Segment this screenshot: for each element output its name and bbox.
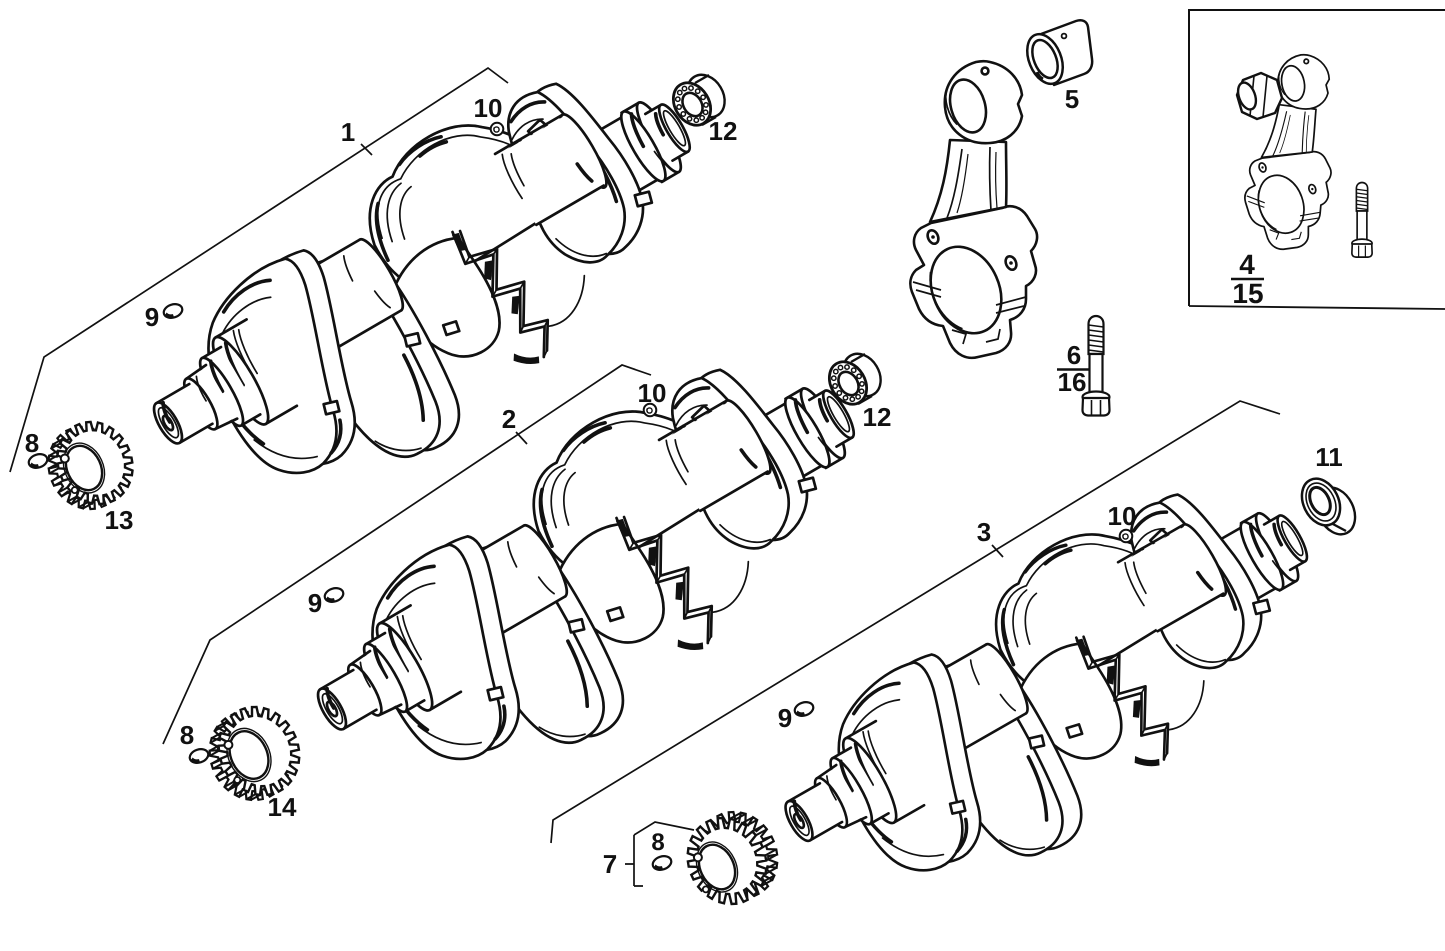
svg-text:10: 10 — [1108, 501, 1137, 531]
svg-text:15: 15 — [1232, 278, 1263, 309]
svg-text:9: 9 — [145, 302, 159, 332]
svg-text:13: 13 — [105, 505, 134, 535]
svg-text:6: 6 — [1067, 340, 1081, 370]
svg-text:9: 9 — [308, 588, 322, 618]
svg-text:12: 12 — [863, 402, 892, 432]
svg-text:11: 11 — [1315, 442, 1343, 472]
svg-text:1: 1 — [341, 117, 355, 147]
svg-text:14: 14 — [268, 792, 297, 822]
svg-text:9: 9 — [778, 703, 792, 733]
svg-text:3: 3 — [977, 517, 991, 547]
svg-text:10: 10 — [638, 378, 667, 408]
svg-text:7: 7 — [603, 849, 617, 879]
svg-text:8: 8 — [651, 829, 664, 856]
svg-text:2: 2 — [502, 404, 516, 434]
svg-text:8: 8 — [25, 428, 39, 458]
svg-text:12: 12 — [709, 116, 738, 146]
svg-text:4: 4 — [1239, 249, 1255, 280]
svg-text:5: 5 — [1065, 84, 1079, 114]
svg-text:8: 8 — [180, 720, 194, 750]
svg-text:16: 16 — [1058, 367, 1087, 397]
svg-text:10: 10 — [474, 93, 503, 123]
